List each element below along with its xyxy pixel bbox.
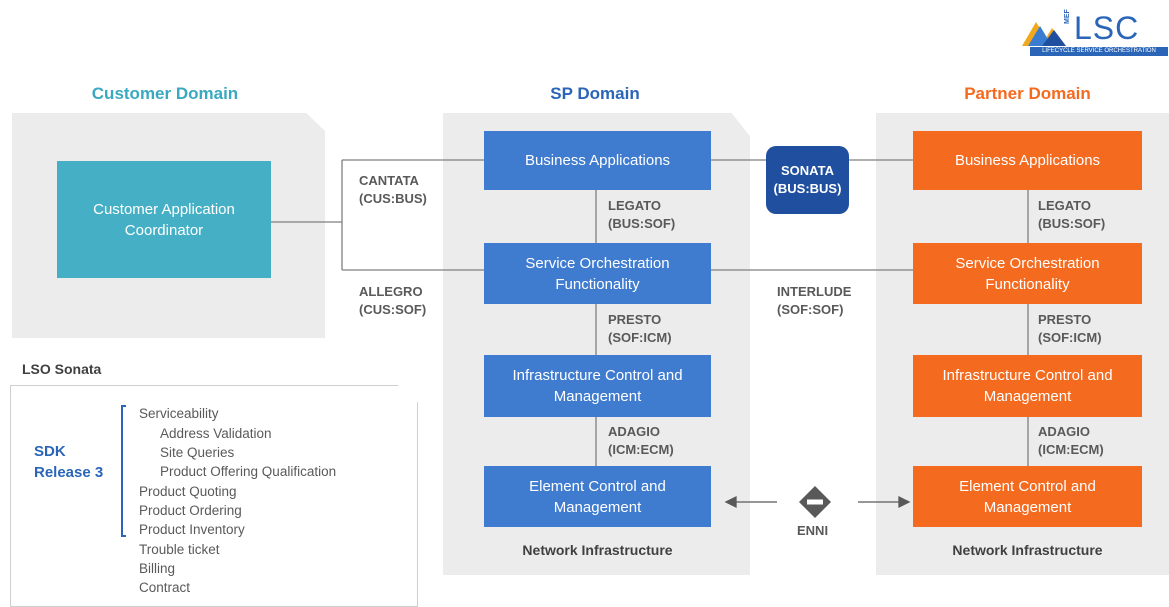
partner-service-orchestration-box: Service Orchestration Functionality xyxy=(913,243,1142,304)
sonata-name: SONATA xyxy=(781,163,834,178)
enni-label: ENNI xyxy=(797,523,829,538)
presto-code: (SOF:ICM) xyxy=(1038,330,1102,345)
presto-name: PRESTO xyxy=(608,312,662,327)
mef-mountain-icon xyxy=(1022,22,1066,46)
sonata-interface-box: SONATA (BUS:BUS) xyxy=(766,146,849,214)
allegro-name: ALLEGRO xyxy=(359,284,423,299)
cantata-label: CANTATA (CUS:BUS) xyxy=(359,172,427,208)
sp-presto-label: PRESTO (SOF:ICM) xyxy=(608,311,672,347)
list-item: Contract xyxy=(139,580,191,595)
allegro-label: ALLEGRO (CUS:SOF) xyxy=(359,283,426,319)
sp-adagio-label: ADAGIO (ICM:ECM) xyxy=(608,423,674,459)
partner-presto-label: PRESTO (SOF:ICM) xyxy=(1038,311,1102,347)
partner-legato-label: LEGATO (BUS:SOF) xyxy=(1038,197,1105,233)
legato-code: (BUS:SOF) xyxy=(608,216,676,231)
list-item: Product Inventory xyxy=(139,522,245,537)
customer-domain-title: Customer Domain xyxy=(91,84,239,103)
sp-service-orchestration-box: Service Orchestration Functionality xyxy=(484,243,711,304)
list-item: Serviceability xyxy=(139,406,219,421)
partner-adagio-label: ADAGIO (ICM:ECM) xyxy=(1038,423,1104,459)
list-item: Address Validation xyxy=(160,426,272,441)
enni-diamond-icon xyxy=(799,486,831,518)
list-item: Product Quoting xyxy=(139,484,237,499)
sdk-line-1: SDK xyxy=(34,443,66,460)
legato-name: LEGATO xyxy=(1038,198,1091,213)
list-item: Product Offering Qualification xyxy=(160,464,337,479)
partner-network-infrastructure-label: Network Infrastructure xyxy=(952,542,1103,558)
sp-network-infrastructure-label: Network Infrastructure xyxy=(522,542,673,558)
sp-element-control-box: Element Control and Management xyxy=(484,466,711,527)
allegro-code: (CUS:SOF) xyxy=(359,302,427,317)
list-item: Product Ordering xyxy=(139,503,242,518)
interlude-label: INTERLUDE (SOF:SOF) xyxy=(777,283,851,319)
partner-element-control-box: Element Control and Management xyxy=(913,466,1142,527)
cantata-name: CANTATA xyxy=(359,173,419,188)
presto-code: (SOF:ICM) xyxy=(608,330,672,345)
list-item: Site Queries xyxy=(160,445,235,460)
customer-application-coordinator-box: Customer Application Coordinator xyxy=(57,161,271,278)
sonata-code: (BUS:BUS) xyxy=(773,181,842,196)
presto-name: PRESTO xyxy=(1038,312,1092,327)
interlude-name: INTERLUDE xyxy=(777,284,852,299)
list-item: Trouble ticket xyxy=(139,542,220,557)
interlude-code: (SOF:SOF) xyxy=(777,302,844,317)
sdk-bracket xyxy=(121,405,126,537)
mef-lso-logo: MEF LSC LIFECYCLE SERVICE ORCHESTRATION xyxy=(1022,9,1168,58)
sp-business-applications-box: Business Applications xyxy=(484,131,711,190)
cantata-code: (CUS:BUS) xyxy=(359,191,427,206)
legato-name: LEGATO xyxy=(608,198,661,213)
sp-legato-label: LEGATO (BUS:SOF) xyxy=(608,197,675,233)
logo-tagline: LIFECYCLE SERVICE ORCHESTRATION xyxy=(1030,47,1168,56)
sp-domain-title: SP Domain xyxy=(550,84,640,103)
sdk-release-label: SDK Release 3 xyxy=(34,441,103,483)
sdk-line-2: Release 3 xyxy=(34,464,104,481)
partner-business-applications-box: Business Applications xyxy=(913,131,1142,190)
adagio-code: (ICM:ECM) xyxy=(608,442,674,457)
logo-main-text: LSC xyxy=(1074,10,1140,46)
legato-code: (BUS:SOF) xyxy=(1038,216,1106,231)
list-item: Billing xyxy=(139,561,176,576)
partner-infrastructure-control-box: Infrastructure Control and Management xyxy=(913,355,1142,417)
partner-domain-title: Partner Domain xyxy=(964,84,1091,103)
sp-infrastructure-control-box: Infrastructure Control and Management xyxy=(484,355,711,417)
adagio-name: ADAGIO xyxy=(1038,424,1090,439)
adagio-name: ADAGIO xyxy=(608,424,660,439)
lso-sonata-title: LSO Sonata xyxy=(22,361,102,377)
adagio-code: (ICM:ECM) xyxy=(1038,442,1104,457)
